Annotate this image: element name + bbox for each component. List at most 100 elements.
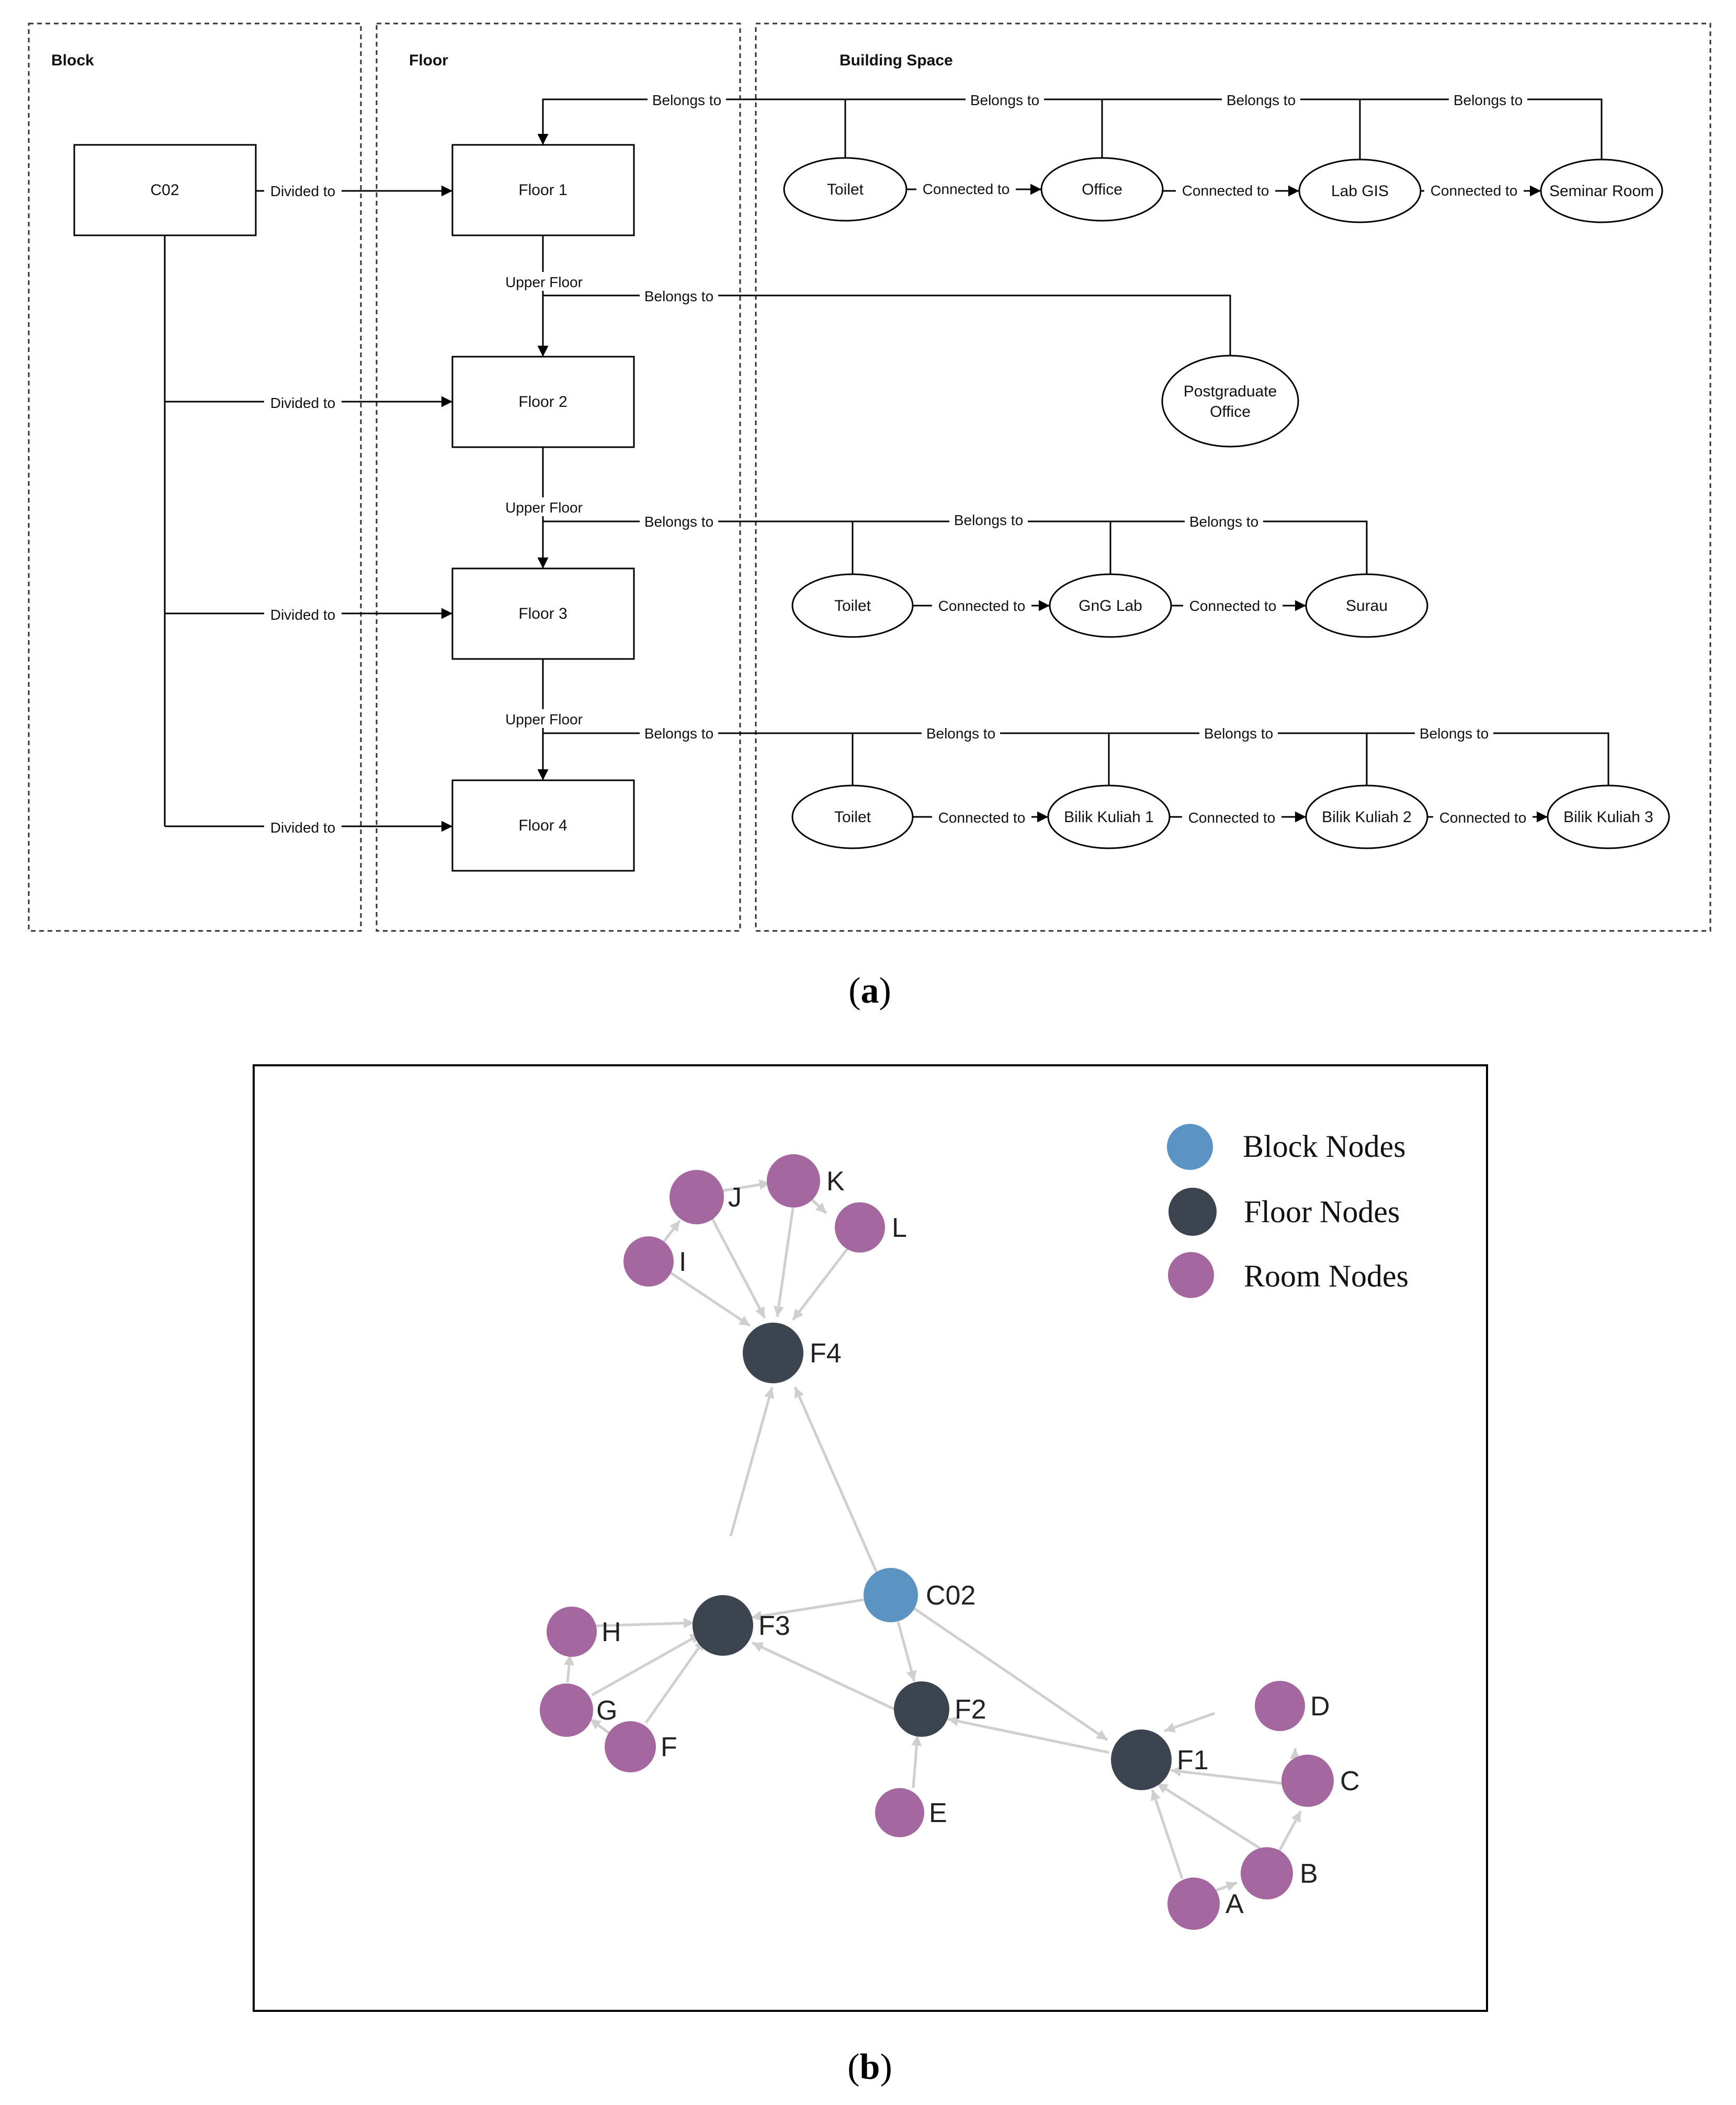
panel-a: Block Floor Building Space C02 Floor 1 F… bbox=[28, 22, 1711, 1011]
panel-b-caption: (b) bbox=[847, 2047, 892, 2087]
divided-edge-labels: Divided to Divided to Divided to Divided… bbox=[264, 180, 342, 836]
room-toilet-f3 bbox=[791, 573, 914, 638]
room-toilet-f4 bbox=[791, 784, 914, 849]
floor-box-3-label: Floor 3 bbox=[518, 605, 567, 622]
block-section-frame bbox=[28, 22, 362, 932]
node-f1 bbox=[1111, 1729, 1172, 1790]
node-f bbox=[605, 1721, 656, 1772]
svg-text:J: J bbox=[728, 1182, 742, 1213]
svg-text:Belongs to: Belongs to bbox=[926, 725, 995, 742]
svg-text:Upper Floor: Upper Floor bbox=[505, 499, 583, 516]
svg-text:Lab GIS: Lab GIS bbox=[1331, 183, 1389, 200]
svg-text:Seminar Room: Seminar Room bbox=[1549, 183, 1654, 200]
node-b bbox=[1241, 1847, 1293, 1899]
svg-text:Belongs to: Belongs to bbox=[1454, 92, 1523, 108]
svg-text:F: F bbox=[661, 1732, 677, 1762]
node-c bbox=[1281, 1755, 1334, 1807]
section-title-building-space: Building Space bbox=[839, 52, 953, 69]
svg-text:Postgraduate: Postgraduate bbox=[1184, 383, 1277, 400]
floor-box-2-label: Floor 2 bbox=[518, 393, 567, 411]
building-space-section-frame bbox=[755, 22, 1711, 932]
svg-text:Divided to: Divided to bbox=[270, 607, 336, 623]
svg-text:Belongs to: Belongs to bbox=[644, 288, 713, 304]
room-gng-lab bbox=[1049, 573, 1172, 638]
svg-text:C02: C02 bbox=[926, 1580, 975, 1611]
divided-edges bbox=[164, 185, 452, 832]
room-lab-gis bbox=[1298, 158, 1422, 223]
svg-text:Connected to: Connected to bbox=[1189, 598, 1277, 614]
legend-label-block: Block Nodes bbox=[1243, 1129, 1406, 1164]
floor-section-frame bbox=[376, 22, 741, 932]
node-d bbox=[1255, 1681, 1305, 1731]
svg-text:F1: F1 bbox=[1177, 1745, 1209, 1776]
svg-text:Bilik Kuliah 3: Bilik Kuliah 3 bbox=[1563, 809, 1653, 826]
floor-box-4-label: Floor 4 bbox=[518, 817, 567, 834]
section-title-floor: Floor bbox=[409, 52, 448, 69]
svg-text:Divided to: Divided to bbox=[270, 395, 336, 411]
node-i bbox=[623, 1236, 674, 1287]
svg-text:G: G bbox=[596, 1696, 617, 1726]
room-bilik-kuliah-1 bbox=[1047, 784, 1171, 849]
node-c02 bbox=[864, 1568, 918, 1622]
svg-text:Belongs to: Belongs to bbox=[1189, 514, 1258, 530]
floor-box-1-label: Floor 1 bbox=[518, 181, 567, 199]
room-seminar-room bbox=[1540, 158, 1663, 223]
node-f3 bbox=[693, 1595, 753, 1656]
svg-text:C: C bbox=[1340, 1766, 1360, 1796]
floor1-room-nodes: Toilet Office Lab GIS Seminar Room bbox=[783, 157, 1663, 223]
node-f2 bbox=[894, 1681, 949, 1737]
svg-text:F4: F4 bbox=[810, 1338, 842, 1369]
svg-text:Upper Floor: Upper Floor bbox=[505, 274, 583, 290]
svg-text:Connected to: Connected to bbox=[938, 810, 1026, 826]
node-f4 bbox=[743, 1323, 803, 1383]
svg-text:E: E bbox=[929, 1798, 947, 1828]
svg-text:Connected to: Connected to bbox=[938, 598, 1026, 614]
svg-text:Toilet: Toilet bbox=[834, 597, 871, 615]
panel-b: C02 F1 F2 F3 F4 A B C D E F G H bbox=[253, 1064, 1488, 2087]
svg-text:Belongs to: Belongs to bbox=[644, 725, 713, 742]
svg-text:Toilet: Toilet bbox=[827, 181, 864, 198]
node-l bbox=[835, 1202, 885, 1253]
svg-text:Office: Office bbox=[1210, 403, 1251, 420]
legend-label-floor: Floor Nodes bbox=[1244, 1194, 1400, 1229]
block-box-label: C02 bbox=[150, 181, 179, 199]
svg-text:Office: Office bbox=[1082, 181, 1122, 198]
legend-swatch-block bbox=[1167, 1124, 1213, 1170]
room-postgraduate-office bbox=[1161, 355, 1299, 448]
floor4-edge-labels: Belongs to Belongs to Belongs to Belongs… bbox=[640, 724, 1533, 827]
svg-text:I: I bbox=[679, 1247, 686, 1277]
svg-text:K: K bbox=[826, 1166, 845, 1197]
svg-text:Bilik Kuliah 1: Bilik Kuliah 1 bbox=[1064, 809, 1154, 826]
room-surau bbox=[1305, 573, 1428, 638]
svg-text:Upper Floor: Upper Floor bbox=[505, 711, 583, 727]
floor2-edge-labels: Belongs to bbox=[640, 287, 718, 305]
floor1-edge-labels: Belongs to Belongs to Belongs to Belongs… bbox=[648, 90, 1527, 200]
svg-text:Belongs to: Belongs to bbox=[1420, 725, 1489, 742]
upper-floor-labels: Upper Floor Upper Floor Upper Floor bbox=[497, 272, 589, 728]
node-e bbox=[875, 1788, 924, 1837]
panel-a-caption: (a) bbox=[848, 971, 891, 1011]
node-k bbox=[767, 1154, 820, 1208]
room-bilik-kuliah-2 bbox=[1305, 784, 1428, 849]
svg-text:F3: F3 bbox=[758, 1611, 790, 1641]
room-toilet-f1 bbox=[783, 157, 907, 222]
svg-text:Divided to: Divided to bbox=[270, 183, 336, 199]
floor3-edge-labels: Belongs to Belongs to Belongs to Connect… bbox=[640, 510, 1283, 615]
node-a bbox=[1167, 1878, 1220, 1930]
svg-text:Toilet: Toilet bbox=[834, 809, 871, 826]
svg-text:D: D bbox=[1310, 1691, 1330, 1722]
svg-text:Connected to: Connected to bbox=[1182, 183, 1269, 199]
svg-text:Belongs to: Belongs to bbox=[652, 92, 721, 108]
svg-text:Belongs to: Belongs to bbox=[1227, 92, 1296, 108]
svg-text:B: B bbox=[1300, 1859, 1318, 1889]
graph-nodes: C02 F1 F2 F3 F4 A B C D E F G H bbox=[540, 1154, 1360, 1930]
svg-text:GnG Lab: GnG Lab bbox=[1079, 597, 1142, 615]
floor2-room-nodes: Postgraduate Office bbox=[1161, 355, 1299, 448]
svg-text:F2: F2 bbox=[955, 1694, 986, 1725]
svg-text:Belongs to: Belongs to bbox=[644, 514, 713, 530]
svg-text:Connected to: Connected to bbox=[923, 181, 1010, 197]
section-title-block: Block bbox=[51, 52, 94, 69]
svg-text:Connected to: Connected to bbox=[1188, 810, 1276, 826]
legend: Block Nodes Floor Nodes Room Nodes bbox=[1167, 1124, 1409, 1298]
